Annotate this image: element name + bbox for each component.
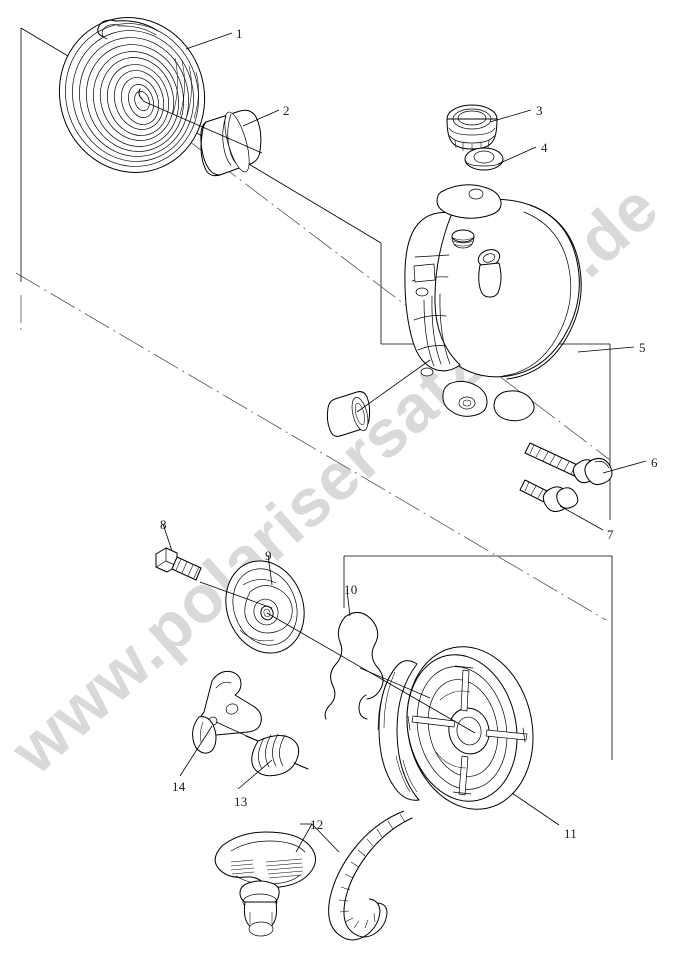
leader-5	[577, 346, 635, 353]
pointer-10	[359, 667, 431, 699]
part-8-pawl-bolt	[155, 547, 202, 581]
callout-cap-plug: 3	[536, 103, 543, 118]
leader-12b	[311, 823, 340, 853]
pointer-spacer	[356, 359, 431, 413]
pointer-9	[199, 581, 273, 609]
part-7-bolt-short	[519, 479, 579, 512]
callout-recoil-spring: 1	[236, 26, 243, 41]
leader-13	[237, 759, 273, 790]
leader-7	[559, 505, 604, 531]
part-1-recoil-spring	[58, 17, 206, 173]
leader-12a	[295, 823, 313, 853]
part-14-pawl	[192, 670, 262, 754]
callout-ratchet-plate: 9	[265, 548, 272, 563]
part-3-cap-plug	[446, 104, 498, 152]
callout-starter-handle-and-rope: 12	[310, 817, 324, 832]
leader-2	[242, 109, 280, 127]
callout-pawl: 14	[172, 779, 186, 794]
leader-14	[179, 725, 213, 777]
callout-rope-pulley: 11	[564, 826, 577, 841]
callout-pawl-bolt: 8	[160, 517, 167, 532]
group-frame-lower	[15, 243, 613, 760]
leader-10	[346, 589, 351, 617]
leader-4	[497, 146, 537, 165]
leader-9	[267, 554, 273, 586]
part-6-bolt-long	[524, 442, 613, 485]
pointer-14-13	[215, 721, 259, 742]
leader-11	[511, 792, 560, 826]
callout-pawl-return-spring: 13	[234, 794, 248, 809]
callout-washer: 4	[541, 140, 548, 155]
part-12-starter-handle-and-rope	[214, 810, 413, 941]
leader-3	[489, 109, 532, 123]
leader-lines	[142, 32, 647, 853]
callout-friction-spring: 10	[344, 582, 358, 597]
callout-bolt-long: 6	[651, 455, 658, 470]
spacer-collar	[326, 391, 371, 437]
pointer-1-axis	[142, 100, 263, 154]
part-10-friction-spring	[324, 612, 384, 720]
callout-bolt-short: 7	[607, 527, 614, 542]
callout-recoil-housing: 5	[639, 340, 646, 355]
callout-spring-bushing: 2	[283, 103, 290, 118]
leader-6	[602, 460, 647, 474]
part-9-ratchet-plate	[225, 560, 305, 654]
part-11-rope-pulley	[377, 646, 534, 810]
leader-1	[185, 32, 233, 50]
leader-8	[162, 523, 173, 552]
part-5-recoil-housing	[404, 184, 582, 422]
